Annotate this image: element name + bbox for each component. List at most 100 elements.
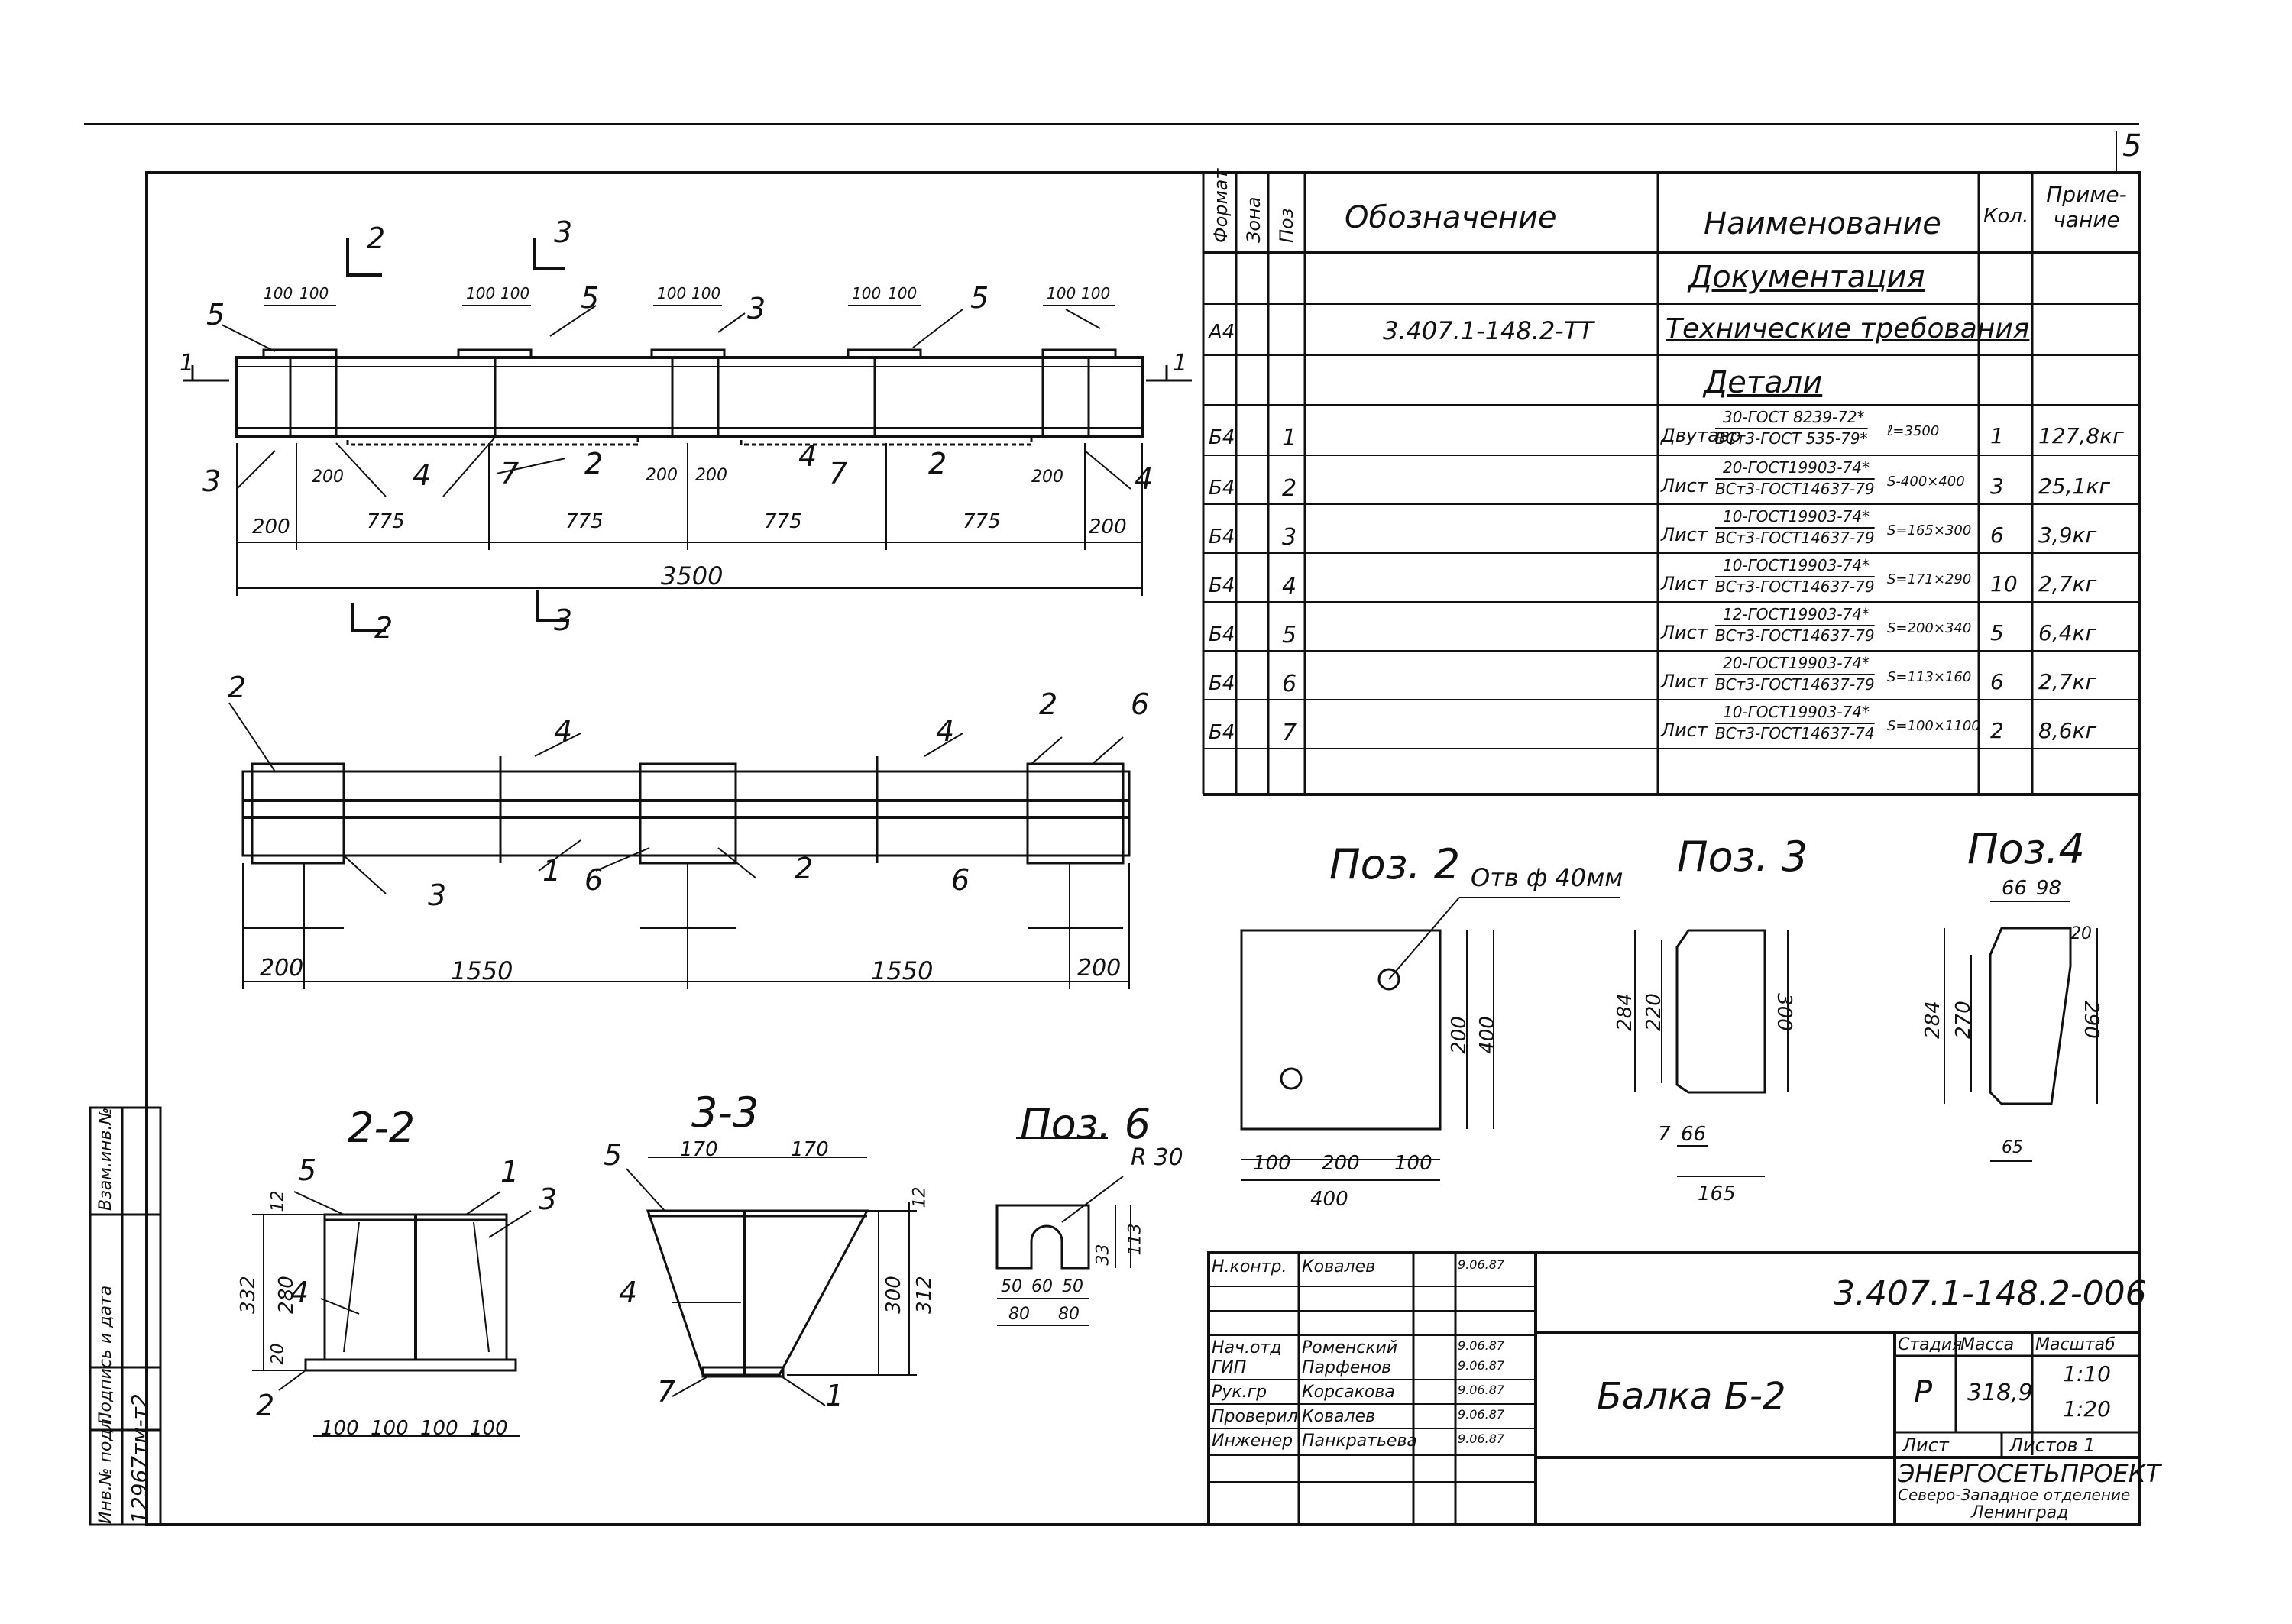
section-2-2-title: 2-2	[348, 1104, 416, 1152]
spec-row-size: S=165×300	[1887, 522, 1972, 539]
elev-span-dim-3: 775	[764, 510, 802, 533]
mass-label: Масса	[1960, 1335, 2015, 1354]
spec-table-grid	[1202, 173, 2139, 796]
section-3-3-view	[626, 1157, 917, 1406]
spec-row-format: Б4	[1209, 477, 1235, 500]
spec-row-pos: 6	[1282, 671, 1297, 697]
plan-callout-6b: 6	[584, 863, 604, 897]
signature-date: 9.06.87	[1458, 1432, 1505, 1446]
spec-row-size: ℓ=3500	[1887, 423, 1940, 439]
org-city: Ленинград	[1971, 1503, 2069, 1522]
plan-callout-6a: 6	[1131, 687, 1150, 721]
elev-100-dim-h: 100	[888, 284, 918, 302]
header-designation: Обозначение	[1345, 200, 1557, 235]
signature-role: Н.контр.	[1212, 1257, 1287, 1276]
spec-row-name-left: Лист	[1661, 524, 1708, 545]
pos-4-title: Поз.4	[1967, 825, 2085, 873]
spec-row-note: 127,8кг	[2038, 423, 2124, 448]
beam-plan-view	[228, 702, 1131, 989]
spec-row-size: S=200×340	[1887, 620, 1972, 636]
section-3-3-title: 3-3	[691, 1089, 759, 1137]
plan-callout-6c: 6	[951, 863, 970, 897]
pos-3-title: Поз. 3	[1677, 833, 1808, 881]
spec-row-note: 8,6кг	[2038, 718, 2097, 743]
section-mark-3-bottom: 3	[554, 603, 573, 637]
spec-row-name-left: Лист	[1661, 475, 1708, 497]
spec-row-format: Б4	[1209, 526, 1235, 548]
pos3-dim-66: 66	[1681, 1123, 1707, 1146]
pos3-dim-300: 300	[1772, 993, 1795, 1031]
spec-row-name-left: Лист	[1661, 720, 1708, 741]
side-vzam-label: Взам.инв.№	[96, 1107, 115, 1211]
elev-200-dim-b: 200	[646, 466, 678, 485]
elev-callout-5b: 5	[581, 281, 600, 315]
pos-2-title: Поз. 2	[1329, 840, 1461, 888]
pos6-dim-80-b: 80	[1058, 1305, 1080, 1324]
elev-100-dim-d: 100	[500, 284, 530, 302]
org-branch: Северо-Западное отделение	[1898, 1486, 2131, 1504]
signature-role: Нач.отд	[1212, 1338, 1282, 1357]
elev-callout-4c: 4	[1135, 462, 1154, 496]
spec-row-note: 2,7кг	[2038, 669, 2097, 694]
signature-name: Панкратьева	[1302, 1432, 1417, 1451]
spec-row-note: 2,7кг	[2038, 571, 2097, 597]
elev-callout-4b: 4	[798, 439, 817, 473]
spec-row-qty: 2	[1990, 718, 2004, 743]
sec22-dim-100-d: 100	[470, 1417, 508, 1440]
section-mark-1-right: 1	[1173, 350, 1188, 377]
elev-callout-3a: 3	[747, 292, 766, 325]
sec22-callout-5: 5	[298, 1153, 317, 1187]
title-block-grid	[1207, 1251, 2141, 1526]
pos3-dim-220: 220	[1642, 993, 1666, 1031]
sec22-callout-2: 2	[256, 1389, 275, 1422]
section-mark-2-top: 2	[367, 222, 386, 255]
side-sign-date-label: Подпись и дата	[96, 1285, 115, 1425]
section-details: Детали	[1704, 365, 1823, 400]
plan-callout-4a: 4	[554, 714, 573, 748]
spec-row-format: Б4	[1209, 672, 1235, 695]
spec-row-name-top: 10-ГОСТ19903-74*	[1723, 556, 1870, 574]
spec-row-note: 6,4кг	[2038, 620, 2097, 645]
scale-value-1: 1:10	[2063, 1361, 2111, 1386]
spec-row-name-bottom: ВСт3-ГОСТ14637-79	[1715, 577, 1875, 596]
spec-row-name-top: 30-ГОСТ 8239-72*	[1723, 408, 1865, 426]
signature-date: 9.06.87	[1458, 1358, 1505, 1373]
elev-100-dim-c: 100	[466, 284, 496, 302]
elev-100-dim-e: 100	[657, 284, 687, 302]
header-format: Формат	[1210, 168, 1232, 243]
sec22-callout-3: 3	[539, 1182, 558, 1216]
sec33-callout-1: 1	[825, 1379, 844, 1412]
signature-name: Корсакова	[1302, 1383, 1395, 1402]
sec22-dim-20: 20	[268, 1343, 288, 1365]
spec-row-name-bottom: ВСт3-ГОСТ14637-79	[1715, 626, 1875, 645]
sec22-dim-332: 332	[236, 1276, 260, 1314]
signature-date: 9.06.87	[1458, 1257, 1505, 1272]
spec-row-name-left: Двутавр	[1661, 425, 1742, 446]
spec-row-pos: 1	[1282, 425, 1297, 451]
sheet-label: Лист	[1902, 1435, 1949, 1456]
spec-row-name-bottom: ВСт3-ГОСТ14637-79	[1715, 529, 1875, 547]
signature-role: Инженер	[1212, 1432, 1293, 1451]
elev-100-dim-a: 100	[264, 284, 293, 302]
spec-row-pos: 3	[1282, 524, 1297, 551]
signature-date: 9.06.87	[1458, 1383, 1505, 1397]
spec-row-size: S-400×400	[1887, 474, 1965, 490]
doc-row-format: А4	[1209, 321, 1235, 344]
signature-name: Роменский	[1302, 1338, 1398, 1357]
spec-row-qty: 6	[1990, 522, 2004, 548]
pos2-dim-400-v: 400	[1475, 1016, 1499, 1054]
spec-row-name-bottom: ВСт3-ГОСТ14637-74	[1715, 724, 1875, 742]
section-mark-1-left: 1	[180, 350, 195, 377]
spec-row-note: 25,1кг	[2038, 474, 2110, 499]
elev-span-dim-1: 775	[367, 510, 405, 533]
spec-row-name-top: 10-ГОСТ19903-74*	[1723, 703, 1870, 721]
pos4-dim-270: 270	[1951, 1001, 1975, 1039]
elev-callout-7b: 7	[829, 457, 848, 490]
elev-100-dim-g: 100	[852, 284, 882, 302]
pos6-dim-50-b: 50	[1062, 1277, 1083, 1296]
sec33-dim-312: 312	[912, 1276, 936, 1314]
scale-value-2: 1:20	[2063, 1396, 2111, 1422]
signature-role: Рук.гр	[1212, 1383, 1267, 1402]
pos6-dim-r30: R 30	[1131, 1144, 1183, 1171]
